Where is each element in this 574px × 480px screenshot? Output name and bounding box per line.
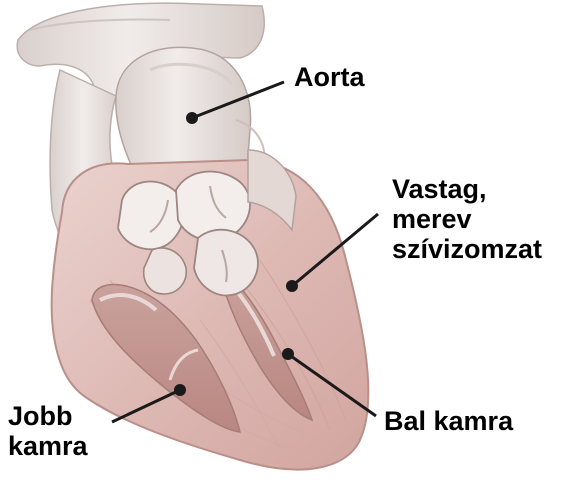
label-aorta-text: Aorta [294,62,365,92]
label-wall-line-2: merev [392,204,542,234]
label-aorta: Aorta [294,62,365,92]
left-ventricle-marker [282,348,294,360]
label-right-line-2: kamra [8,431,88,461]
aorta-marker [186,112,198,124]
wall-marker [286,280,298,292]
label-left-ventricle-text: Bal kamra [384,406,513,436]
label-left-ventricle: Bal kamra [384,406,513,436]
label-thick-stiff-muscle: Vastag, merev szívizomzat [392,174,542,264]
label-right-line-1: Jobb [8,401,88,431]
label-wall-line-1: Vastag, [392,174,542,204]
right-ventricle-marker [174,384,186,396]
label-wall-line-3: szívizomzat [392,234,542,264]
label-right-ventricle: Jobb kamra [8,401,88,461]
